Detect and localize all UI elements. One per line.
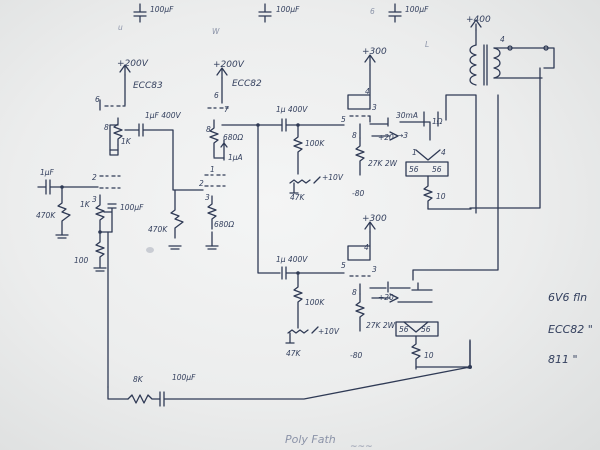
- stage1-pin6: 6: [95, 95, 100, 104]
- lower-pin8: 8: [352, 288, 357, 297]
- stray-mark: L: [425, 40, 429, 49]
- lower-supply: +300: [362, 214, 387, 224]
- stage2-pin8: 8: [206, 125, 211, 134]
- lower-pin5: 5: [341, 261, 346, 270]
- stage1-cathode-r: 1K: [121, 137, 132, 146]
- output-mark: 4: [500, 35, 505, 44]
- stage1-tube: ECC83: [133, 81, 163, 91]
- stage1-fb-r: 100: [74, 256, 89, 265]
- top-mark-left: u: [118, 23, 123, 32]
- upper-pin4: 4: [365, 87, 370, 96]
- upper-pin8: 8: [352, 131, 357, 140]
- top-cap-2-label: 100µF: [276, 5, 300, 14]
- lower-plus20: +20: [378, 293, 394, 302]
- top-cap-1-label: 100µF: [150, 5, 174, 14]
- top-mark-mid: W: [212, 27, 220, 36]
- stage1-coupling-cap: 1µF 400V: [145, 111, 182, 120]
- upper-tube-mark: 1Ω: [432, 117, 443, 126]
- stage2-pin1: 1: [210, 165, 215, 174]
- lower-coupling-cap: 1µ 400V: [276, 255, 308, 264]
- power-upper-stage: [256, 54, 472, 274]
- stage2-tube: ECC82: [232, 79, 262, 89]
- stage1-bypass-cap: 100µF: [120, 203, 144, 212]
- output-supply: +400: [466, 15, 491, 25]
- upper-pot: 47K: [290, 193, 306, 202]
- upper-neg: -80: [352, 189, 364, 198]
- upper-supply: +300: [362, 47, 387, 57]
- stage2-grid-r: 470K: [148, 225, 168, 234]
- power-lower-stage: [281, 221, 471, 370]
- note-line2: ECC82 ": [548, 323, 593, 336]
- upper-heater-l-pin: 1: [412, 148, 417, 157]
- stage2-pin7: 7: [224, 105, 229, 114]
- stage2-cathode-r2: 680Ω: [214, 220, 234, 229]
- feedback-network: [107, 366, 471, 407]
- stage2-cathode-r: 680Ω: [223, 133, 243, 142]
- upper-heater-l: 56: [409, 165, 419, 174]
- upper-current-arrow: →3: [397, 131, 408, 140]
- stage1-input-cap: 1µF: [40, 168, 55, 177]
- bottom-note-line1: Poly Fath: [285, 433, 336, 446]
- feedback-resistor: 8K: [133, 375, 144, 384]
- stage1-grid-r: 470K: [36, 211, 56, 220]
- lower-heater-r: 56: [421, 325, 431, 334]
- upper-coupling-cap: 1µ 400V: [276, 105, 308, 114]
- note-line1: 6V6 fln: [548, 291, 587, 304]
- stage2-pin2: 2: [199, 179, 204, 188]
- lower-neg: -80: [350, 351, 362, 360]
- stage1-pin2: 2: [92, 173, 97, 182]
- lower-pot: 47K: [286, 349, 302, 358]
- upper-plus20: +20: [378, 133, 394, 142]
- upper-bias: +10V: [322, 173, 344, 182]
- lower-heater-l: 56: [399, 325, 409, 334]
- stage2-supply: +200V: [213, 60, 245, 70]
- upper-heater-r: 56: [432, 165, 442, 174]
- stage1-pin8: 8: [104, 123, 109, 132]
- stage2-pin3: 3: [205, 193, 210, 202]
- upper-heater-r-pin: 4: [441, 148, 446, 157]
- stage2-ccs: 1µA: [228, 153, 243, 162]
- upper-grid-r: 100K: [305, 139, 325, 148]
- lower-sense-r: 10: [424, 351, 434, 360]
- stage2-pin6: 6: [214, 91, 219, 100]
- upper-current: 30mA: [396, 111, 418, 120]
- stage1-cathode-r2: 1K: [80, 200, 91, 209]
- stage2-ecc82: [168, 67, 283, 250]
- stage1-supply: +200V: [117, 59, 149, 69]
- upper-pin5: 5: [341, 115, 346, 124]
- feedback-cap: 100µF: [172, 373, 196, 382]
- stage1-ecc83: [37, 64, 204, 388]
- upper-sense-r: 10: [436, 192, 446, 201]
- upper-pin3: 3: [372, 103, 377, 112]
- bottom-note-line2: ~~~: [350, 442, 373, 450]
- lower-pin3: 3: [372, 265, 377, 274]
- output-transformer: [412, 19, 555, 369]
- lower-cathode-r: 27K 2W: [366, 321, 396, 330]
- lower-bias: +10V: [318, 327, 340, 336]
- lower-grid-r: 100K: [305, 298, 325, 307]
- top-mark-right: 6: [370, 7, 375, 16]
- upper-cathode-r: 27K 2W: [368, 159, 398, 168]
- lower-pin4: 4: [364, 243, 369, 252]
- top-margin-caps: [133, 3, 402, 23]
- paper-smudge: [146, 247, 154, 253]
- note-line3: 811 ": [548, 353, 578, 366]
- stage1-pin3: 3: [92, 195, 97, 204]
- top-cap-3-label: 100µF: [405, 5, 429, 14]
